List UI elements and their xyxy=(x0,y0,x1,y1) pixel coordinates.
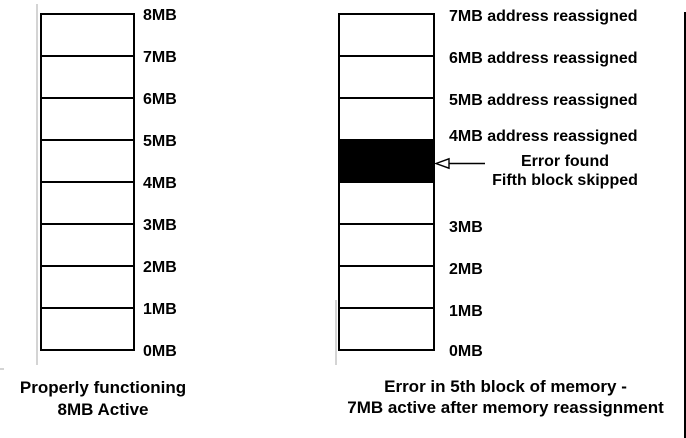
right-caption-line2: 7MB active after memory reassignment xyxy=(347,398,664,417)
memory-block xyxy=(42,55,133,97)
memory-block xyxy=(42,15,133,55)
memory-block xyxy=(340,55,433,97)
memory-block xyxy=(42,223,133,265)
memory-block xyxy=(340,181,433,223)
error-annotation: Error found Fifth block skipped xyxy=(490,152,640,190)
scale-label-0mb: 0MB xyxy=(143,343,177,360)
artifact-vertical-line-mid xyxy=(335,300,337,365)
memory-block xyxy=(340,265,433,307)
left-stack-caption: Properly functioning 8MB Active xyxy=(8,377,198,421)
scale-label-2mb-right: 2MB xyxy=(449,261,483,278)
reassigned-label-5mb: 5MB address reassigned xyxy=(449,92,638,109)
memory-block xyxy=(340,97,433,139)
left-arrow-icon xyxy=(435,157,485,170)
scale-label-6mb: 6MB xyxy=(143,91,177,108)
artifact-vertical-line-right-edge xyxy=(684,12,686,438)
reassigned-label-4mb: 4MB address reassigned xyxy=(449,128,638,145)
left-caption-line1: Properly functioning xyxy=(19,378,187,397)
scale-label-8mb: 8MB xyxy=(143,7,177,24)
memory-block xyxy=(340,223,433,265)
error-annotation-line1: Error found xyxy=(521,153,609,170)
right-caption-line1: Error in 5th block of memory - xyxy=(384,377,627,396)
scale-label-3mb: 3MB xyxy=(143,217,177,234)
memory-block xyxy=(42,97,133,139)
artifact-tick-bottom-left xyxy=(0,368,4,370)
scale-label-3mb-right: 3MB xyxy=(449,219,483,236)
scale-label-2mb: 2MB xyxy=(143,259,177,276)
scale-label-5mb: 5MB xyxy=(143,133,177,150)
memory-block xyxy=(42,139,133,181)
left-caption-line2: 8MB Active xyxy=(57,400,149,419)
memory-stack-error xyxy=(338,13,435,351)
scale-label-1mb-right: 1MB xyxy=(449,303,483,320)
memory-block xyxy=(340,15,433,55)
scale-label-7mb: 7MB xyxy=(143,49,177,66)
memory-block xyxy=(42,265,133,307)
scale-label-0mb-right: 0MB xyxy=(449,343,483,360)
error-annotation-line2: Fifth block skipped xyxy=(492,172,638,189)
right-stack-caption: Error in 5th block of memory - 7MB activ… xyxy=(333,376,678,418)
memory-block xyxy=(42,307,133,349)
scale-label-4mb: 4MB xyxy=(143,175,177,192)
reassigned-label-6mb: 6MB address reassigned xyxy=(449,50,638,67)
artifact-vertical-line-left xyxy=(36,4,38,365)
reassigned-label-7mb: 7MB address reassigned xyxy=(449,8,638,25)
memory-stack-healthy xyxy=(40,13,135,351)
memory-block xyxy=(340,307,433,349)
memory-block-error xyxy=(340,139,433,181)
memory-block xyxy=(42,181,133,223)
scale-label-1mb: 1MB xyxy=(143,301,177,318)
